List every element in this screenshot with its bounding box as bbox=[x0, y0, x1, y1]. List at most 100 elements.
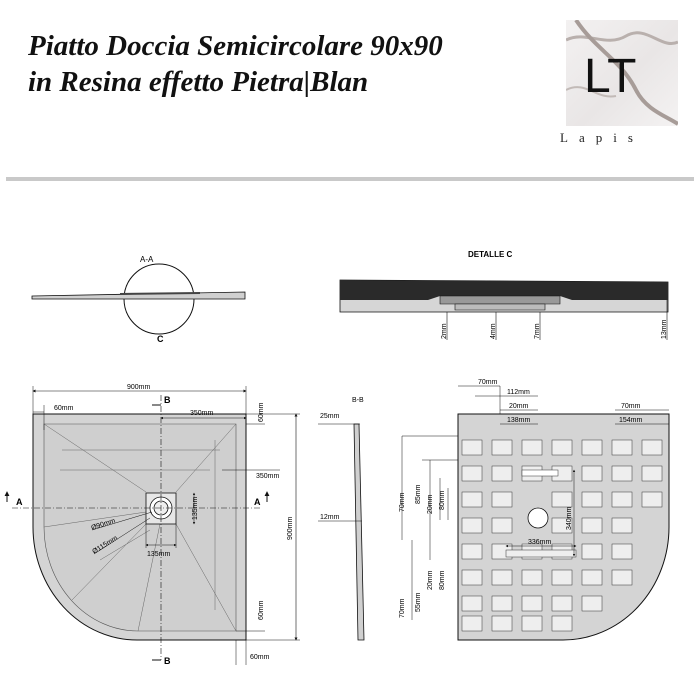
rib-block bbox=[551, 569, 573, 586]
detail-c-marker: C bbox=[157, 334, 164, 344]
rib-block bbox=[581, 465, 603, 482]
rib-block bbox=[491, 465, 513, 482]
dim-drain-135-h: 135mm bbox=[147, 551, 171, 558]
rib-block bbox=[491, 517, 513, 534]
rib-block bbox=[461, 569, 483, 586]
section-aa-view: A-A C bbox=[31, 255, 246, 344]
section-bb-label: B-B bbox=[352, 397, 364, 404]
rib-block bbox=[581, 517, 603, 534]
rib-block bbox=[551, 615, 573, 632]
title-line-2: in Resina effetto Pietra|Blan bbox=[28, 66, 369, 98]
brand-logo: LT bbox=[566, 20, 678, 126]
dim-bv-85-a: 85mm bbox=[415, 484, 422, 504]
rib-block bbox=[581, 543, 603, 560]
header-divider bbox=[6, 177, 694, 181]
dim-right-350: 350mm bbox=[190, 410, 214, 417]
title-line-1: Piatto Doccia Semicircolare 90x90 bbox=[28, 30, 443, 62]
rib-block bbox=[461, 491, 483, 508]
base-center-slot bbox=[505, 549, 577, 558]
logo-monogram: LT bbox=[584, 50, 636, 103]
dim-height: 900mm bbox=[287, 516, 294, 540]
tray-inner-edge bbox=[43, 423, 237, 632]
dim-bv-70-right: 70mm bbox=[621, 403, 641, 410]
product-title: Piatto Doccia Semicircolare 90x90 in Res… bbox=[28, 28, 548, 100]
rib-block bbox=[491, 439, 513, 456]
dim-bv-20-a: 20mm bbox=[427, 494, 434, 514]
dim-bv-336: 336mm bbox=[528, 539, 552, 546]
rib-block bbox=[641, 439, 663, 456]
detail-c-title: DETALLE C bbox=[468, 250, 513, 259]
section-bb-view: B-B 25mm 12mm bbox=[318, 397, 365, 641]
detail-dim-2: 2mm bbox=[441, 323, 448, 339]
section-aa-label: A-A bbox=[140, 255, 154, 264]
detail-dim-13: 13mm bbox=[661, 319, 668, 339]
rib-block bbox=[521, 439, 543, 456]
dim-drain-135-v: 135mm bbox=[192, 496, 199, 520]
section-bb-profile bbox=[353, 423, 365, 641]
bottom-view: 70mm 112mm 20mm 138mm 70mm 154mm 70mm 85… bbox=[399, 379, 670, 641]
logo-wordmark: Lapis bbox=[560, 130, 644, 145]
rib-block bbox=[521, 595, 543, 612]
rib-block bbox=[581, 569, 603, 586]
rib-block bbox=[641, 491, 663, 508]
detail-dim-7: 7mm bbox=[534, 323, 541, 339]
dim-bb-middle: 12mm bbox=[320, 514, 340, 521]
dim-bv-70-top: 70mm bbox=[478, 379, 498, 386]
dim-bv-55-b: 55mm bbox=[415, 592, 422, 612]
rib-block bbox=[461, 465, 483, 482]
dim-side-60-bottom: 60mm bbox=[258, 600, 265, 620]
rib-block bbox=[461, 517, 483, 534]
detail-c-section-fill bbox=[340, 280, 668, 300]
section-a-marker-right: A bbox=[254, 497, 261, 507]
dim-side-60-top: 60mm bbox=[258, 402, 265, 422]
rib-block bbox=[491, 491, 513, 508]
rib-block bbox=[461, 595, 483, 612]
rib-block bbox=[611, 543, 633, 560]
dim-bv-70-b: 70mm bbox=[399, 598, 406, 618]
dim-bv-70-a: 70mm bbox=[399, 492, 406, 512]
dim-side-350: 350mm bbox=[256, 473, 280, 480]
detail-dim-4: 4mm bbox=[490, 323, 497, 339]
dim-left-60: 60mm bbox=[54, 405, 74, 412]
base-ribs-grid bbox=[461, 439, 663, 632]
rib-block bbox=[551, 517, 573, 534]
rib-block bbox=[461, 543, 483, 560]
rib-block bbox=[611, 439, 633, 456]
base-drain-hole bbox=[527, 507, 549, 529]
rib-block bbox=[491, 569, 513, 586]
section-b-marker-top: B bbox=[164, 395, 171, 405]
dim-bottom-60: 60mm bbox=[250, 654, 270, 661]
dim-bv-20-b: 20mm bbox=[427, 570, 434, 590]
top-view: 900mm 60mm 350mm B B A A 60mm 350mm 900m… bbox=[4, 384, 300, 666]
dim-bv-138: 138mm bbox=[507, 417, 531, 424]
rib-block bbox=[581, 439, 603, 456]
detail-c-view: DETALLE C 2mm 4mm 7mm 13mm bbox=[339, 250, 669, 340]
dim-bv-80-a: 80mm bbox=[439, 490, 446, 510]
dim-bb-top: 25mm bbox=[320, 413, 340, 420]
rib-block bbox=[461, 615, 483, 632]
dim-bv-154: 154mm bbox=[619, 417, 643, 424]
rib-block bbox=[521, 569, 543, 586]
rib-block bbox=[611, 517, 633, 534]
rib-block bbox=[611, 465, 633, 482]
rib-block bbox=[581, 595, 603, 612]
dim-bv-20-top: 20mm bbox=[509, 403, 529, 410]
rib-block bbox=[611, 569, 633, 586]
rib-block bbox=[461, 439, 483, 456]
marble-veins-graphic: LT bbox=[566, 20, 678, 126]
dim-bv-112: 112mm bbox=[507, 389, 530, 396]
rib-block bbox=[491, 595, 513, 612]
rib-block bbox=[551, 491, 573, 508]
dim-bv-80-b: 80mm bbox=[439, 570, 446, 590]
section-a-marker-left: A bbox=[16, 497, 23, 507]
rib-block bbox=[521, 615, 543, 632]
section-b-marker-bottom: B bbox=[164, 656, 171, 666]
rib-block bbox=[551, 595, 573, 612]
rib-block bbox=[551, 439, 573, 456]
base-top-slot bbox=[521, 469, 559, 477]
dim-width: 900mm bbox=[127, 384, 151, 391]
rib-block bbox=[641, 465, 663, 482]
dim-bv-340: 340mm bbox=[566, 506, 573, 530]
rib-block bbox=[611, 491, 633, 508]
